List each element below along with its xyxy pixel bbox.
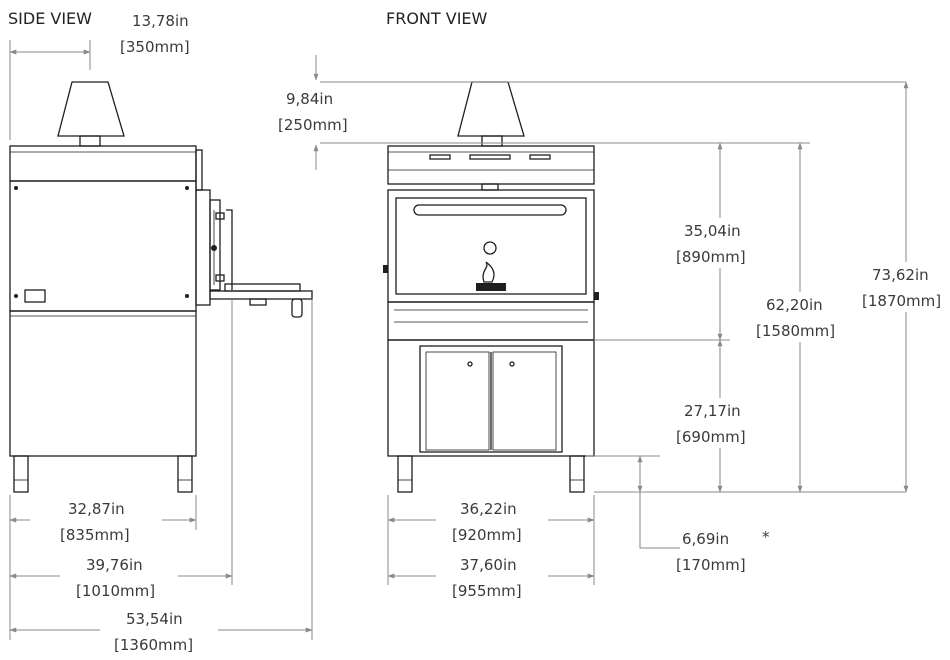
dim-metric: [955mm] — [452, 582, 522, 600]
dim-metric: [1010mm] — [76, 582, 155, 600]
dim-imperial: 9,84in — [286, 90, 333, 108]
dim-imperial: 62,20in — [766, 296, 823, 314]
label-masks — [30, 218, 950, 655]
dim-imperial: 53,54in — [126, 610, 183, 628]
dim-side-depth-door: 39,76in [1010mm] — [76, 556, 155, 600]
front-view-drawing — [383, 81, 599, 493]
dim-total-height: 73,62in [1870mm] — [862, 266, 941, 310]
side-view-drawing — [9, 81, 313, 493]
dim-metric: [690mm] — [676, 428, 746, 446]
dim-front-width: 36,22in [920mm] — [452, 500, 522, 544]
dim-metric: [350mm] — [120, 38, 190, 56]
side-view-title: SIDE VIEW — [8, 9, 92, 28]
dim-imperial: 32,87in — [68, 500, 125, 518]
dim-cabinet-height: 27,17in [690mm] — [676, 402, 746, 446]
dim-imperial: 6,69in — [682, 530, 729, 548]
dim-front-width-total: 37,60in [955mm] — [452, 556, 522, 600]
dim-imperial: 35,04in — [684, 222, 741, 240]
dim-imperial: 27,17in — [684, 402, 741, 420]
dim-metric: [920mm] — [452, 526, 522, 544]
dim-metric: [1870mm] — [862, 292, 941, 310]
dim-metric: [1580mm] — [756, 322, 835, 340]
dim-imperial: 37,60in — [460, 556, 517, 574]
dim-side-depth: 32,87in [835mm] — [60, 500, 130, 544]
dim-imperial: 39,76in — [86, 556, 143, 574]
dim-body-height: 62,20in [1580mm] — [756, 296, 835, 340]
dim-metric: [1360mm] — [114, 636, 193, 654]
dim-metric: [250mm] — [278, 116, 348, 134]
front-view-title: FRONT VIEW — [386, 9, 488, 28]
dim-imperial: 13,78in — [132, 12, 189, 30]
dim-note: * — [762, 528, 770, 546]
dim-leg-height: 6,69in * [170mm] — [676, 528, 770, 574]
dim-metric: [170mm] — [676, 556, 746, 574]
dim-oven-height: 35,04in [890mm] — [676, 222, 746, 266]
dim-side-chimney-offset: 13,78in [350mm] — [120, 12, 190, 56]
dim-imperial: 73,62in — [872, 266, 929, 284]
dim-imperial: 36,22in — [460, 500, 517, 518]
dim-side-depth-open: 53,54in [1360mm] — [114, 610, 193, 654]
dim-metric: [890mm] — [676, 248, 746, 266]
dim-chimney-height: 9,84in [250mm] — [278, 90, 348, 134]
dim-metric: [835mm] — [60, 526, 130, 544]
